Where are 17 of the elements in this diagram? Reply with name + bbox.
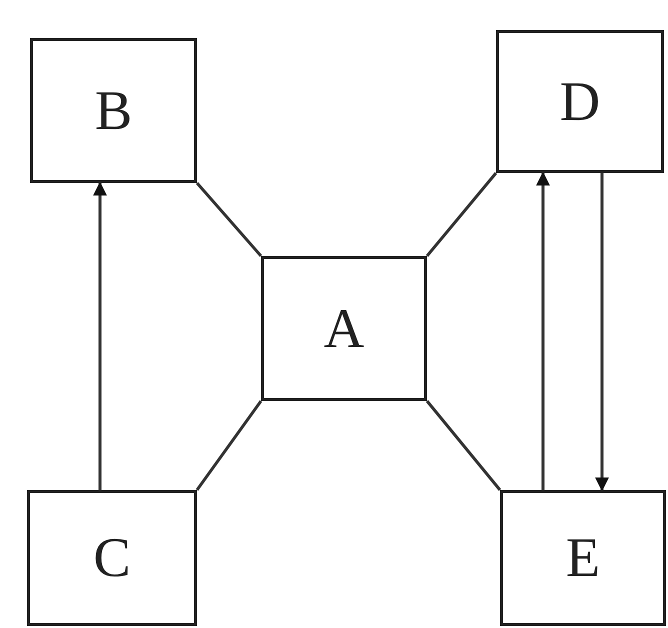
box-label: B bbox=[94, 78, 132, 142]
box-label: A bbox=[324, 296, 364, 360]
box-label: D bbox=[560, 70, 600, 134]
arrow bbox=[595, 173, 609, 492]
connector-line bbox=[196, 400, 262, 491]
letter-box bbox=[496, 30, 664, 173]
box-label: E bbox=[566, 526, 600, 590]
arrow bbox=[93, 182, 107, 490]
box-label: C bbox=[93, 526, 131, 590]
connector-line bbox=[196, 182, 262, 257]
connector-line bbox=[426, 172, 498, 257]
letter-box bbox=[261, 256, 427, 401]
letter-box bbox=[500, 490, 666, 626]
connector-line bbox=[426, 400, 502, 491]
letter-box bbox=[27, 490, 197, 626]
arrow bbox=[536, 172, 550, 490]
letter-box bbox=[30, 38, 197, 183]
